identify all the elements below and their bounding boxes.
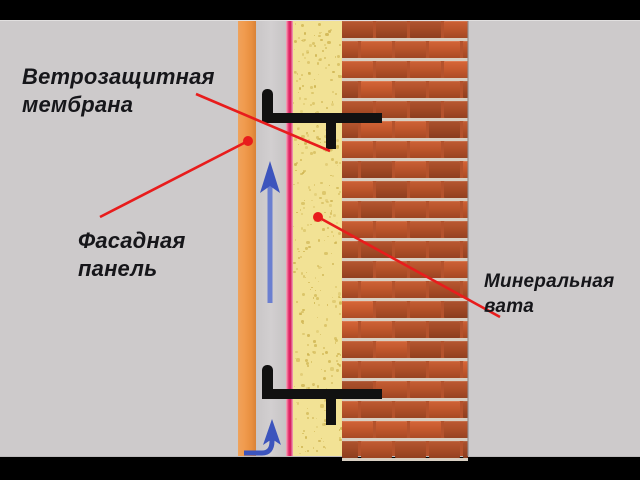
wall-right-edge [467, 21, 469, 456]
annotation-layer [99, 92, 501, 456]
pointer-facade-panel [99, 139, 249, 219]
pointer-mineral-wool [317, 215, 501, 319]
layer-mineral-wool [293, 21, 343, 456]
layer-windproof-membrane [286, 21, 293, 456]
letterbox-top [0, 0, 640, 20]
upper-bracket-anchor [326, 113, 336, 149]
label-mineral-wool: Минеральная вата [484, 271, 615, 317]
letterbox-bottom [0, 455, 640, 480]
lower-bracket-anchor [326, 389, 336, 425]
layer-brick-wall [342, 21, 468, 461]
pointer-facade-panel-dot [243, 136, 253, 146]
pointer-membrane [195, 92, 331, 153]
lower-bracket-arm [262, 389, 382, 399]
pointer-mineral-wool-dot [313, 212, 323, 222]
label-facade-panel: Фасадная панель [78, 228, 186, 281]
airflow-intake-arrow [244, 419, 281, 456]
lower-bracket-post [262, 365, 273, 399]
diagram-canvas: Ветрозащитная мембрана Фасадная панель М… [0, 20, 640, 461]
airflow-up-arrow [260, 161, 280, 303]
label-windproof-membrane: Ветрозащитная мембрана [22, 64, 215, 117]
upper-bracket-post [262, 89, 273, 123]
layer-facade-panel [238, 21, 256, 456]
upper-bracket-arm [262, 113, 382, 123]
